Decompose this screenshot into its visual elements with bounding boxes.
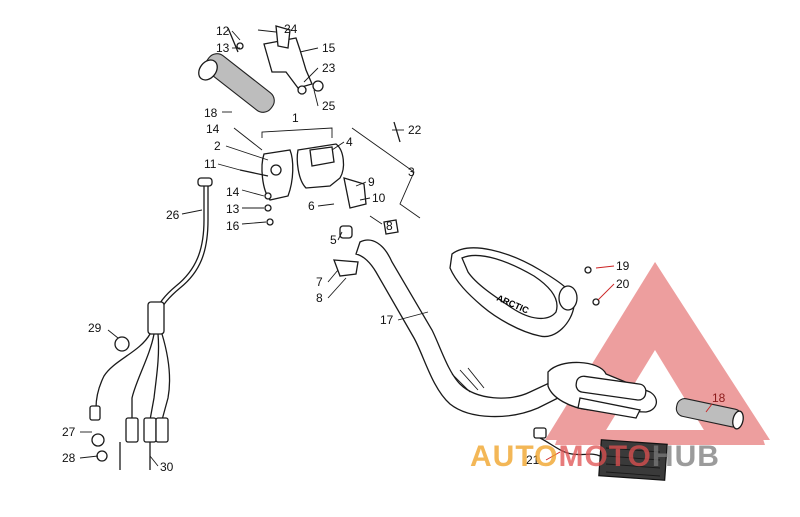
callout-29: 29: [88, 321, 102, 335]
callout-27: 27: [62, 425, 76, 439]
leader-lines: [79, 29, 713, 467]
svg-text:AUTOMOTOHUB: AUTOMOTOHUB: [470, 440, 720, 473]
watermark-part-1: AUTO: [470, 440, 558, 473]
callout-1: 1: [292, 111, 299, 125]
callout-13: 13: [216, 41, 230, 55]
switch-housing: [261, 143, 367, 209]
callout-28: 28: [62, 451, 76, 465]
grip-left: [198, 53, 275, 113]
callout-20: 20: [616, 277, 630, 291]
callout-15: 15: [322, 41, 336, 55]
callout-5: 5: [330, 233, 337, 247]
callout-16: 16: [226, 219, 240, 233]
watermark-part-2: MOTO: [558, 440, 651, 473]
watermark-part-3: HUB: [652, 440, 720, 473]
callout-30: 30: [160, 460, 174, 474]
heater-element: [533, 427, 668, 481]
callout-9: 9: [368, 175, 375, 189]
callout-7: 7: [316, 275, 323, 289]
callout-23: 23: [322, 61, 336, 75]
watermark-text: AUTOMOTOHUB: [470, 440, 720, 473]
grip-right: [675, 398, 744, 430]
callout-24: 24: [284, 22, 298, 36]
callout-labels: 12 13 24 15 23 25 18 1 14 2 11 14 13 16 …: [62, 22, 726, 474]
callout-26: 26: [166, 208, 180, 222]
callout-8-lower: 8: [316, 291, 323, 305]
callout-8-upper: 8: [386, 219, 393, 233]
callout-3: 3: [408, 165, 415, 179]
callout-6: 6: [308, 199, 315, 213]
callout-22: 22: [408, 123, 422, 137]
callout-21: 21: [526, 453, 540, 467]
callout-17: 17: [380, 313, 394, 327]
hardware: [227, 27, 600, 306]
callout-12: 12: [216, 24, 230, 38]
callout-19: 19: [616, 259, 630, 273]
callout-14-top: 14: [206, 122, 220, 136]
handlebar: [355, 239, 571, 418]
watermark-triangle-right: [640, 262, 770, 440]
callout-13-bottom: 13: [226, 202, 240, 216]
wiring-harness: [89, 177, 213, 470]
callout-25: 25: [322, 99, 336, 113]
callout-18-right: 18: [712, 391, 726, 405]
bracket-assembly: [263, 25, 324, 95]
throttle-assembly: [547, 361, 657, 419]
callout-14-bottom: 14: [226, 185, 240, 199]
hand-guard: ARCTIC: [449, 247, 578, 338]
callout-4: 4: [346, 135, 353, 149]
callout-11: 11: [204, 157, 217, 171]
watermark-triangle-inner: [600, 350, 710, 440]
callout-2: 2: [214, 139, 221, 153]
callout-18-left: 18: [204, 106, 218, 120]
callout-10: 10: [372, 191, 386, 205]
